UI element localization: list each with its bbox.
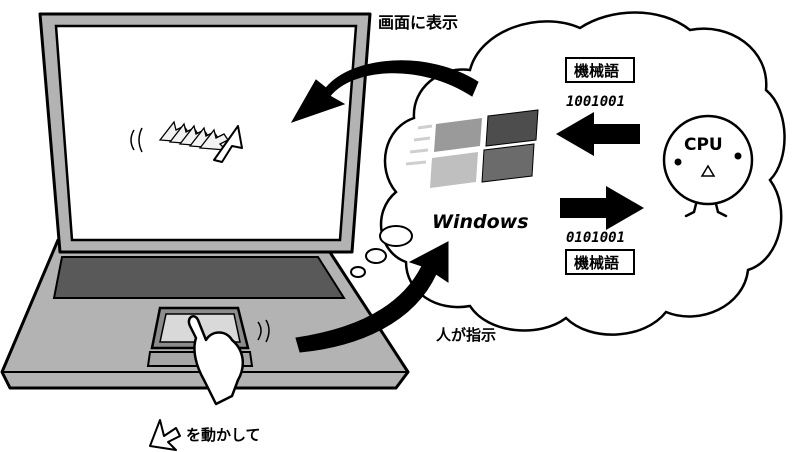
motion-lines-icon — [130, 127, 143, 153]
thought-cloud — [350, 11, 786, 336]
arrow-to-screen-icon — [290, 60, 479, 123]
label-binary-bottom: 0101001 — [566, 230, 625, 246]
cpu-face — [662, 114, 754, 206]
cloud-outline — [379, 11, 786, 336]
windows-logo-icon — [405, 109, 539, 188]
label-human-instructs: 人が指示 — [436, 326, 496, 344]
arrow-left-icon — [556, 112, 640, 156]
label-display-on-screen: 画面に表示 — [378, 13, 458, 32]
mouse-pointer-icon — [213, 125, 243, 163]
cloud-bubble-medium — [365, 248, 387, 264]
laptop — [0, 12, 410, 406]
machine-language-box-top — [565, 57, 635, 83]
cloud-bubble-small — [350, 266, 366, 278]
label-machine-language-bottom: 機械語 — [574, 254, 619, 272]
arrow-to-cloud-icon — [295, 241, 449, 353]
cpu-nose — [700, 164, 716, 177]
label-windows: Windows — [432, 211, 529, 233]
cpu-eye-right — [734, 152, 742, 160]
cpu-legs — [684, 202, 728, 218]
arrow-right-icon — [560, 186, 644, 230]
label-machine-language-top: 機械語 — [574, 62, 619, 80]
hand-icon — [187, 315, 245, 406]
pointer-trail — [158, 120, 229, 151]
keyboard — [52, 256, 346, 299]
label-binary-top: 1001001 — [566, 94, 625, 110]
finger-motion-lines-icon — [257, 319, 270, 343]
label-move-pointer: を動かして — [186, 426, 261, 444]
cpu-eye-left — [674, 158, 682, 166]
pointer-outline-icon — [149, 419, 181, 451]
cpu-character — [662, 114, 754, 218]
machine-language-box-bottom — [565, 249, 635, 275]
label-cpu: CPU — [684, 135, 723, 155]
cloud-bubble-large — [379, 225, 413, 247]
